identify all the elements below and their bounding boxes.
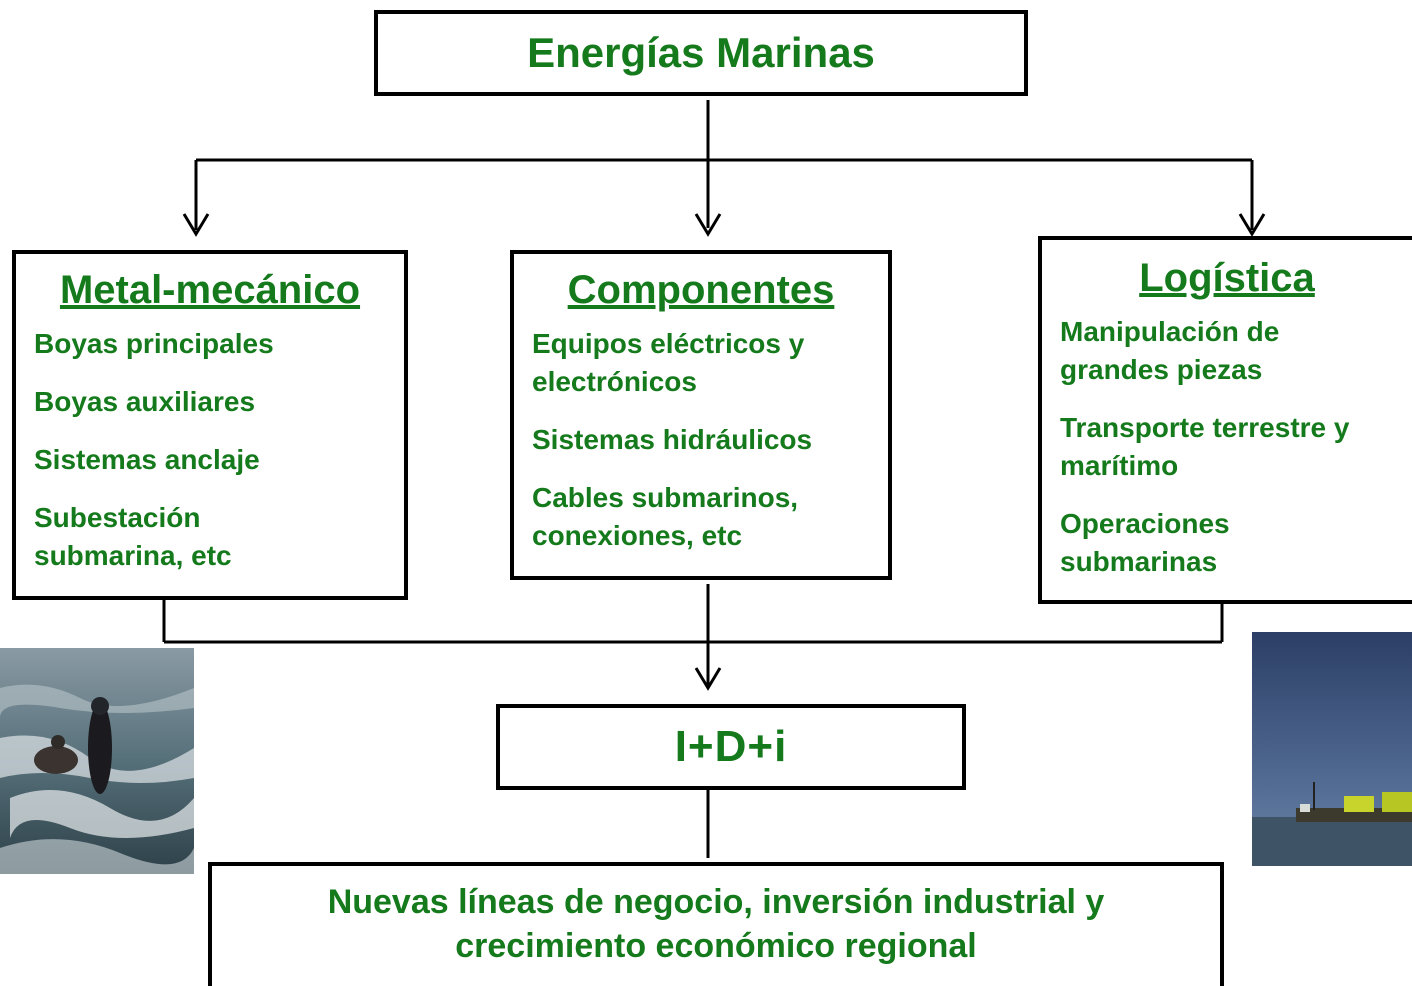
ocean-photo-left: [0, 648, 194, 874]
rdi-box: I+D+i: [496, 704, 966, 790]
arrowhead-left: [182, 213, 210, 237]
arrowhead-center: [694, 213, 722, 237]
top-title: Energías Marinas: [527, 29, 875, 76]
category-title: Metal-mecánico: [59, 268, 361, 312]
list-item: Equipos eléctricos y electrónicos: [532, 328, 805, 397]
category-box-metal: Metal-mecánico Boyas principales Boyas a…: [12, 250, 408, 600]
list-item: Sistemas anclaje: [34, 444, 260, 475]
category-title: Componentes: [567, 268, 835, 312]
list-item: Sistemas hidráulicos: [532, 424, 813, 455]
list-item: Cables submarinos, conexiones, etc: [532, 482, 799, 551]
outcome-box: Nuevas líneas de negocio, inversión indu…: [208, 862, 1224, 986]
category-box-logistics: Logística Manipulación de grandes piezas…: [1038, 236, 1412, 604]
list-item: Operaciones submarinas: [1060, 508, 1230, 577]
list-item: Manipulación de grandes piezas: [1060, 316, 1280, 385]
list-item: Transporte terrestre y marítimo: [1060, 412, 1350, 481]
list-item: Subestación submarina, etc: [34, 502, 232, 571]
outcome-text: Nuevas líneas de negocio, inversión indu…: [327, 883, 1105, 965]
top-box: Energías Marinas: [374, 10, 1028, 96]
list-item: Boyas auxiliares: [34, 386, 256, 417]
list-item: Boyas principales: [34, 328, 274, 359]
category-box-components: Componentes Equipos eléctricos y electró…: [510, 250, 892, 580]
arrowhead-rdi: [694, 667, 722, 691]
category-title: Logística: [1139, 256, 1315, 300]
rdi-title: I+D+i: [674, 722, 788, 771]
ocean-photo-right: [1252, 632, 1412, 866]
arrowhead-right: [1238, 213, 1266, 237]
